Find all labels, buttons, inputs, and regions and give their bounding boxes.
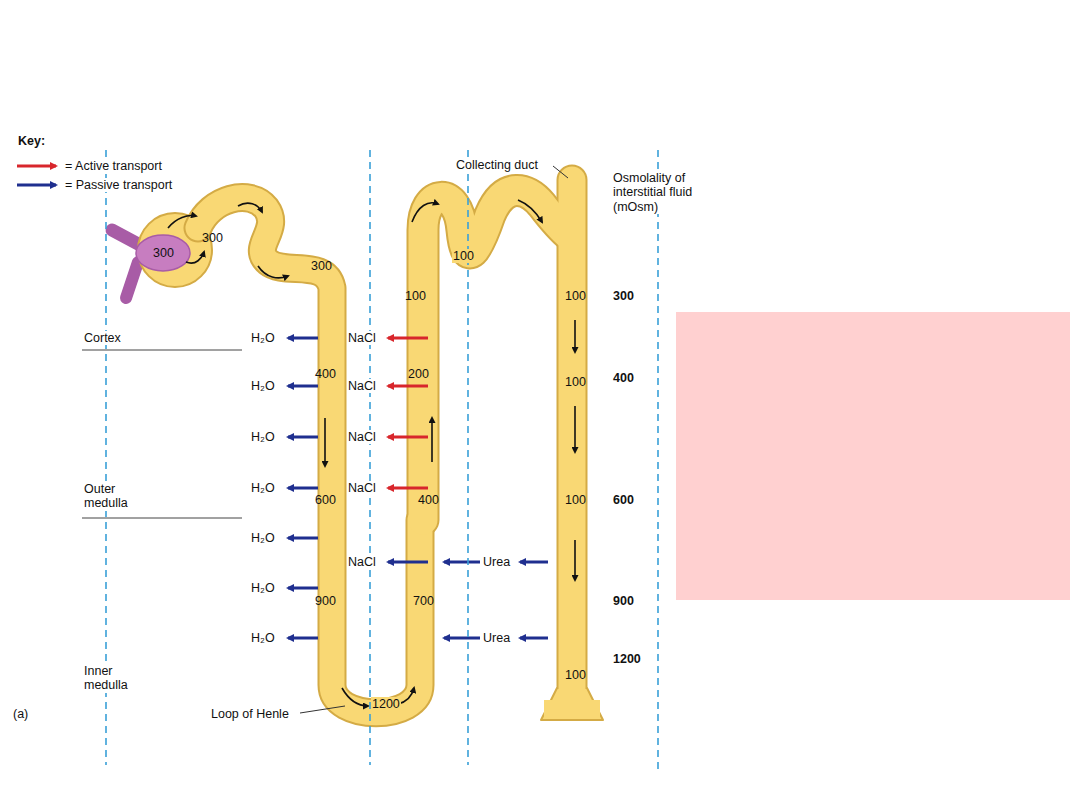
osmolality-value: 300 [612, 289, 635, 303]
empty-panel [676, 312, 1070, 600]
osmolality-value: 100 [452, 249, 475, 263]
diagram-label: H₂O [250, 379, 276, 393]
diagram-label: NaCl [347, 430, 377, 444]
osmolality-value: 100 [564, 668, 587, 682]
osmolality-value: 600 [314, 493, 337, 507]
diagram-label: Cortex [83, 331, 122, 345]
diagram-label: Urea [482, 555, 511, 569]
osmolality-value: 100 [564, 493, 587, 507]
osmolality-value: 900 [612, 594, 635, 608]
osmolality-value: 400 [314, 367, 337, 381]
osmolality-value: 300 [201, 231, 224, 245]
osmolality-value: 900 [314, 594, 337, 608]
diagram-label: NaCl [347, 379, 377, 393]
osmolality-value: 300 [310, 259, 333, 273]
diagram-label: Urea [482, 631, 511, 645]
diagram-label: NaCl [347, 331, 377, 345]
diagram-label: Collecting duct [455, 158, 539, 172]
osmolality-value: 100 [564, 289, 587, 303]
diagram-label: (a) [12, 707, 29, 721]
diagram-label: H₂O [250, 631, 276, 645]
osmolality-value: 400 [417, 493, 440, 507]
legend-text: = Active transport [64, 159, 163, 173]
diagram-label: H₂O [250, 331, 276, 345]
osmolality-value: 100 [564, 375, 587, 389]
legend-text: = Passive transport [64, 178, 173, 192]
osmolality-value: 400 [612, 371, 635, 385]
diagram-label: H₂O [250, 581, 276, 595]
diagram-label: Loop of Henle [210, 707, 290, 721]
diagram-label: NaCl [347, 481, 377, 495]
osmolality-value: 300 [152, 246, 175, 260]
osmolality-value: 1200 [612, 652, 642, 666]
diagram-label: NaCl [347, 555, 377, 569]
diagram-label: Key: [17, 134, 46, 148]
osmolality-value: 100 [404, 289, 427, 303]
osmolality-value: 700 [412, 594, 435, 608]
diagram-label: H₂O [250, 430, 276, 444]
osmolality-value: 1200 [371, 697, 401, 711]
diagram-label: H₂O [250, 481, 276, 495]
diagram-label: H₂O [250, 531, 276, 545]
diagram-label: Osmolality of interstitial fluid (mOsm) [612, 171, 698, 214]
osmolality-value: 600 [612, 493, 635, 507]
diagram-label: Outer medulla [83, 482, 157, 511]
diagram-label: Inner medulla [83, 664, 157, 693]
osmolality-value: 200 [407, 367, 430, 381]
